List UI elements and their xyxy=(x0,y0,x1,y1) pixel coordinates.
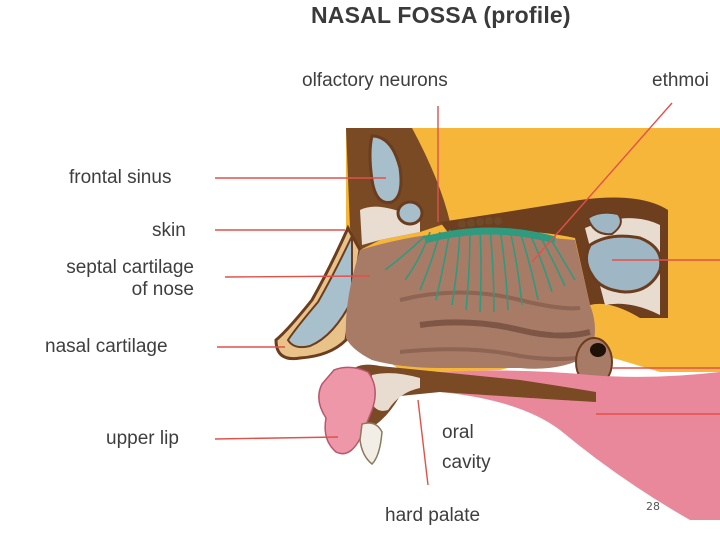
ethmoid-sinus-small xyxy=(586,211,622,236)
label-hard-palate: hard palate xyxy=(385,505,481,526)
label-skin: skin xyxy=(152,220,186,241)
turbinate-middle xyxy=(419,319,591,339)
label-oral-cavity-line1: oral xyxy=(442,422,474,443)
label-oral-cavity-line2: cavity xyxy=(442,452,491,473)
label-ethmoid: ethmoi xyxy=(652,70,710,91)
palate-dots xyxy=(370,373,420,411)
label-oral-cavity: oral cavity xyxy=(442,418,491,478)
leader-lines xyxy=(214,102,720,486)
label-septal-cartilage: septal cartilage of nose xyxy=(38,257,194,301)
small-sinus xyxy=(396,200,424,226)
pharynx xyxy=(440,370,720,520)
nasal-cartilage-shape xyxy=(286,235,353,349)
tooth xyxy=(359,422,383,466)
frontal-sinus xyxy=(368,134,403,205)
turbinate-lower xyxy=(399,347,591,361)
label-nasal-cartilage: nasal cartilage xyxy=(45,336,168,357)
olfactory-bulbs xyxy=(458,217,502,228)
olfactory-epithelium xyxy=(424,227,556,244)
ethmoid-sinus xyxy=(585,234,663,294)
slide-number: 28 xyxy=(646,500,660,513)
label-upper-lip: upper lip xyxy=(106,428,179,449)
label-frontal-sinus: frontal sinus xyxy=(69,167,172,188)
label-septal-cartilage-line1: septal cartilage xyxy=(66,257,194,278)
label-septal-cartilage-line2: of nose xyxy=(131,279,194,300)
diagram-title: NASAL FOSSA (profile) xyxy=(311,2,571,28)
turbinate-upper xyxy=(399,290,581,311)
label-olfactory-neurons: olfactory neurons xyxy=(302,70,448,91)
